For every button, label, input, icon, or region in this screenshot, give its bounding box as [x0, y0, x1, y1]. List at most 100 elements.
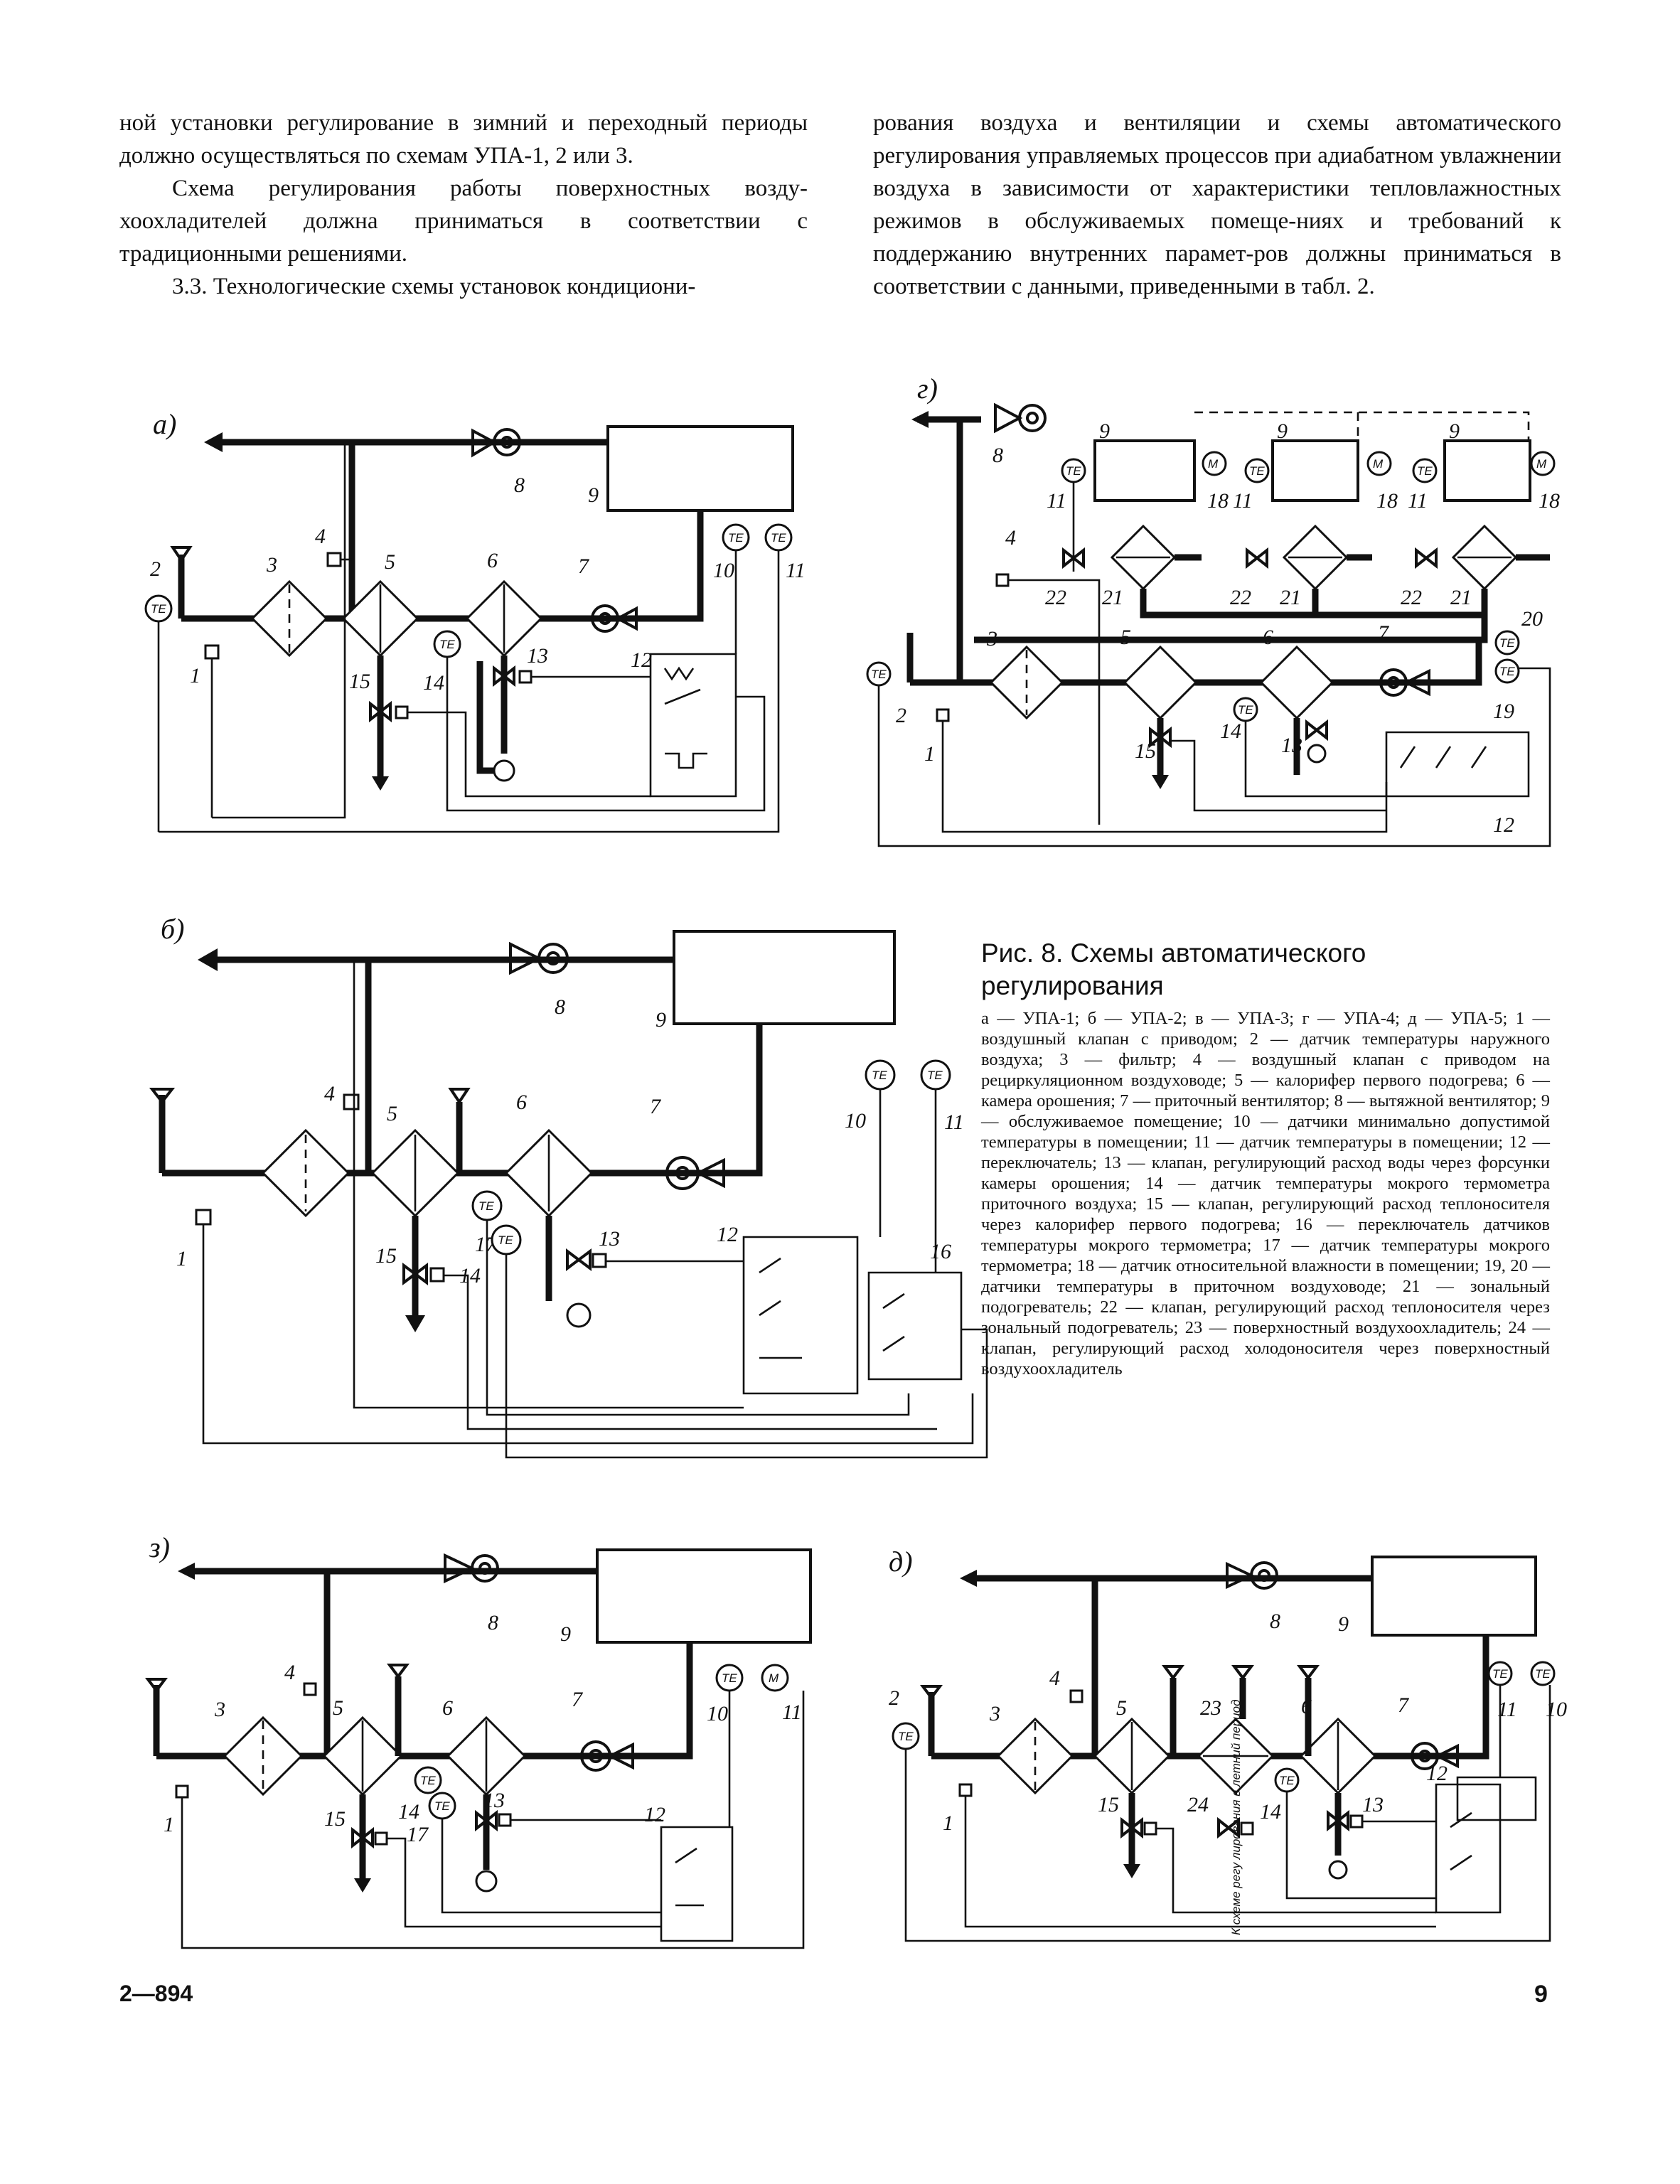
- fan-icon: [1381, 670, 1429, 695]
- svg-text:4: 4: [315, 525, 326, 548]
- svg-text:TE: TE: [1535, 1667, 1551, 1681]
- svg-text:9: 9: [1449, 419, 1460, 443]
- svg-text:12: 12: [1493, 813, 1514, 837]
- svg-text:5: 5: [387, 1102, 397, 1125]
- paragraph: рования воздуха и вентиляции и схемы авт…: [873, 110, 1561, 299]
- sensor-icon: TE: [867, 663, 890, 685]
- signature-mark: 2—894: [119, 1981, 193, 2006]
- svg-text:4: 4: [284, 1661, 295, 1684]
- svg-text:9: 9: [1338, 1612, 1349, 1636]
- svg-text:8: 8: [514, 473, 525, 497]
- svg-text:4: 4: [1049, 1666, 1060, 1690]
- sensor-icon: TE: [1234, 698, 1257, 721]
- svg-text:2: 2: [889, 1686, 899, 1710]
- sensor-icon: TE: [1531, 1662, 1554, 1685]
- pump-icon: [494, 761, 514, 781]
- svg-text:TE: TE: [1499, 636, 1515, 650]
- sensor-icon: TE: [1489, 1662, 1512, 1685]
- svg-text:5: 5: [333, 1696, 343, 1720]
- svg-text:10: 10: [1546, 1698, 1567, 1721]
- figure-label: а): [153, 408, 176, 440]
- svg-text:TE: TE: [871, 668, 887, 681]
- fan-icon: [445, 1556, 498, 1581]
- svg-text:2: 2: [150, 557, 161, 581]
- svg-text:14: 14: [1220, 719, 1241, 743]
- svg-text:M: M: [1536, 457, 1547, 471]
- svg-text:22: 22: [1401, 586, 1422, 609]
- svg-text:23: 23: [1200, 1696, 1221, 1720]
- svg-text:18: 18: [1376, 489, 1398, 513]
- svg-text:M: M: [1208, 457, 1219, 471]
- svg-text:5: 5: [1116, 1696, 1127, 1720]
- svg-text:4: 4: [1005, 526, 1016, 550]
- svg-text:11: 11: [1408, 489, 1428, 513]
- svg-text:6: 6: [442, 1696, 453, 1720]
- fan-icon: [1412, 1743, 1457, 1769]
- svg-text:12: 12: [1426, 1762, 1448, 1785]
- sensor-icon: TE: [717, 1665, 742, 1691]
- sensor-icon: TE: [893, 1723, 919, 1749]
- page-number: 9: [1534, 1981, 1548, 2008]
- svg-text:21: 21: [1450, 586, 1472, 609]
- switch-box: [661, 1827, 732, 1941]
- pump-icon: [1329, 1861, 1347, 1878]
- svg-text:10: 10: [845, 1109, 866, 1133]
- switch-box: [1436, 1784, 1500, 1912]
- svg-text:7: 7: [578, 555, 590, 578]
- filter-icon: [991, 647, 1062, 718]
- svg-text:TE: TE: [1279, 1774, 1295, 1787]
- heater-icon: [1125, 647, 1196, 718]
- svg-text:22: 22: [1045, 586, 1066, 609]
- fan-icon: [1227, 1563, 1277, 1588]
- svg-text:13: 13: [1281, 734, 1302, 757]
- side-note: К схеме регу лирования в летний период: [1229, 1700, 1243, 1935]
- svg-text:TE: TE: [1492, 1667, 1508, 1681]
- fan-icon: [510, 944, 567, 973]
- svg-text:11: 11: [1047, 489, 1066, 513]
- svg-text:13: 13: [1362, 1793, 1384, 1816]
- sensor-icon: TE: [492, 1226, 520, 1254]
- svg-text:TE: TE: [420, 1774, 436, 1787]
- svg-text:9: 9: [656, 1008, 666, 1032]
- svg-text:11: 11: [944, 1110, 964, 1134]
- sensor-icon: TE: [1275, 1769, 1298, 1792]
- svg-text:11: 11: [782, 1701, 802, 1724]
- valve-icon: [370, 704, 390, 719]
- svg-text:TE: TE: [434, 1799, 450, 1813]
- svg-text:TE: TE: [1249, 464, 1265, 478]
- svg-text:TE: TE: [1417, 464, 1433, 478]
- fan-icon: [582, 1742, 633, 1770]
- svg-text:13: 13: [599, 1227, 620, 1251]
- svg-text:1: 1: [924, 742, 935, 766]
- sensor-icon: TE: [1496, 660, 1519, 682]
- sensor-icon: TE: [723, 525, 749, 550]
- svg-text:15: 15: [1098, 1793, 1119, 1816]
- diagram-b: б) 8 9 5 6 7 4 TE 10 TE 11 TE 17 TE 14 1…: [141, 913, 987, 1465]
- svg-text:7: 7: [650, 1095, 662, 1118]
- svg-text:1: 1: [943, 1811, 953, 1835]
- svg-text:TE: TE: [439, 638, 455, 651]
- svg-text:1: 1: [176, 1247, 187, 1270]
- figure-caption: Рис. 8. Схемы автоматического регулирова…: [981, 937, 1550, 1379]
- svg-text:TE: TE: [498, 1233, 513, 1247]
- sensor-icon: TE: [866, 1061, 894, 1089]
- svg-text:TE: TE: [1499, 665, 1515, 678]
- svg-text:1: 1: [190, 664, 200, 687]
- svg-text:8: 8: [1270, 1610, 1280, 1633]
- pump-icon: [476, 1871, 496, 1891]
- sensor-icon: TE: [146, 596, 171, 621]
- svg-text:3: 3: [214, 1698, 225, 1721]
- svg-text:7: 7: [572, 1688, 584, 1711]
- svg-text:7: 7: [1398, 1693, 1410, 1717]
- svg-text:24: 24: [1187, 1793, 1209, 1816]
- room-box: [1372, 1557, 1536, 1635]
- caption-body: а — УПА-1; б — УПА-2; в — УПА-3; г — УПА…: [981, 1009, 1550, 1379]
- svg-text:M: M: [1373, 457, 1384, 471]
- svg-text:13: 13: [527, 644, 548, 668]
- svg-text:11: 11: [1233, 489, 1253, 513]
- valve-icon: [494, 668, 514, 684]
- svg-text:4: 4: [324, 1082, 335, 1106]
- svg-text:8: 8: [993, 444, 1003, 467]
- svg-text:9: 9: [588, 483, 599, 507]
- svg-text:TE: TE: [722, 1671, 737, 1685]
